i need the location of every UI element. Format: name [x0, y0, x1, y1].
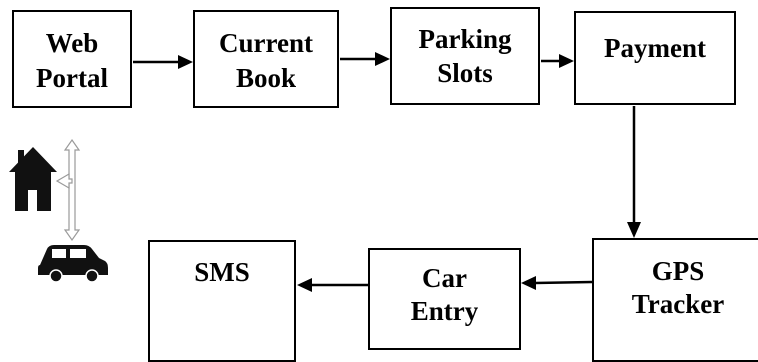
node-web-portal-line1: Web — [45, 28, 99, 58]
node-web-portal-line2: Portal — [36, 63, 108, 93]
arrow-gps-tracker-to-car-entry — [521, 276, 593, 290]
arrow-web-portal-to-current-book — [133, 55, 193, 69]
node-car-entry-line2: Entry — [410, 296, 479, 326]
house-icon — [9, 147, 57, 211]
node-sms-line1: SMS — [194, 257, 250, 287]
two-way-arrow-icon — [55, 138, 81, 242]
arrow-car-entry-to-sms — [297, 278, 368, 292]
node-car-entry: Car Entry — [368, 248, 521, 350]
node-payment: Payment — [574, 11, 736, 105]
node-parking-slots-line1: Parking — [418, 24, 512, 54]
node-gps-tracker-line1: GPS — [651, 256, 705, 286]
node-payment-line1: Payment — [604, 33, 706, 63]
node-parking-slots-line2: Slots — [437, 58, 493, 88]
node-gps-tracker-line2: Tracker — [631, 289, 725, 319]
car-icon — [38, 245, 108, 283]
node-gps-tracker: GPS Tracker — [592, 238, 758, 362]
arrow-current-book-to-parking-slots — [340, 52, 390, 66]
node-car-entry-line1: Car — [422, 263, 467, 293]
node-sms: SMS — [148, 240, 296, 362]
node-current-book: Current Book — [193, 10, 339, 108]
diagram-connectors — [9, 52, 641, 292]
node-current-book-line1: Current — [219, 28, 313, 58]
node-parking-slots: Parking Slots — [390, 7, 540, 105]
node-current-book-line2: Book — [235, 63, 297, 93]
arrow-parking-slots-to-payment — [541, 54, 574, 68]
arrow-payment-to-gps-tracker — [627, 106, 641, 238]
node-web-portal: Web Portal — [12, 10, 132, 108]
